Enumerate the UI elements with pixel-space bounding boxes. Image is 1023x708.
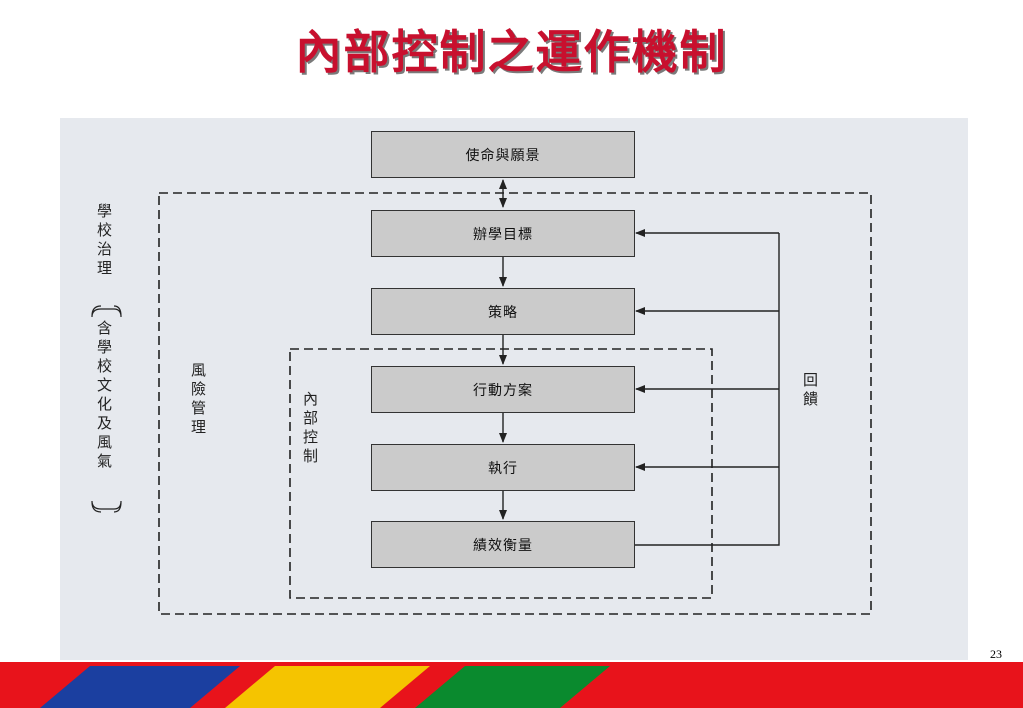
stripe-yellow-band [225, 666, 430, 708]
box-performance: 績效衡量 [371, 521, 635, 568]
stripe-top-line [0, 662, 1023, 666]
box-school-goals: 辦學目標 [371, 210, 635, 257]
culture-open-bracket [91, 305, 122, 318]
box-strategy: 策略 [371, 288, 635, 335]
label-internal-control: 內部控制 [301, 391, 319, 467]
stripe-blue-band [40, 666, 240, 708]
page-number: 23 [990, 647, 1002, 661]
label-school-governance: 學校治理 [95, 203, 113, 279]
stripe-green-band [415, 666, 610, 708]
label-risk-management: 風險管理 [189, 362, 207, 438]
internal-control-frame [289, 348, 713, 599]
decorative-stripe [0, 662, 1023, 708]
label-school-culture: 含學校文化及風氣 [95, 320, 113, 472]
box-execution: 執行 [371, 444, 635, 491]
slide-title: 內部控制之運作機制 [295, 25, 728, 79]
box-action-plan: 行動方案 [371, 366, 635, 413]
culture-close-bracket [91, 500, 122, 513]
feedback-loop-line [634, 233, 780, 546]
risk-management-frame [158, 192, 872, 615]
label-feedback: 回饋 [801, 372, 819, 410]
box-mission-vision: 使命與願景 [371, 131, 635, 178]
